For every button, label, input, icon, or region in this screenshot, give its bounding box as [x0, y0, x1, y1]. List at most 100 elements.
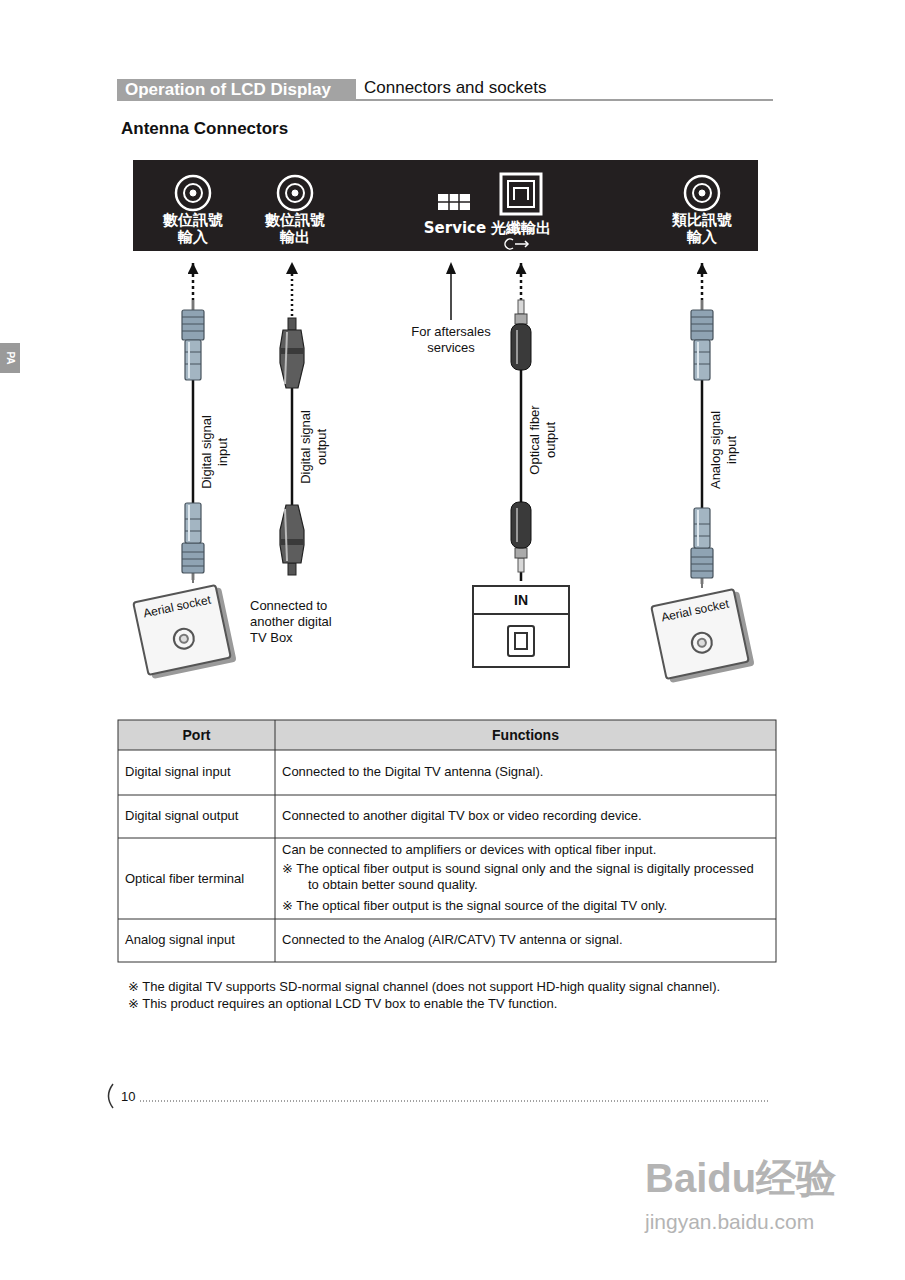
output-symbol: [515, 243, 528, 245]
f-plug: [182, 300, 204, 380]
watermark: Baidu经验: [645, 1156, 836, 1200]
side-tab-label: PA: [2, 348, 18, 367]
table-header: Functions: [275, 727, 776, 743]
coax-socket: [699, 190, 705, 196]
cable-label: Digital signal output: [298, 401, 330, 493]
footer-rule: [140, 1101, 770, 1102]
output-symbol: [505, 239, 528, 249]
divider: [474, 613, 568, 615]
optical-port: [501, 174, 541, 214]
coax-socket: [176, 176, 719, 210]
table-note: ※ The optical fiber output is the signal…: [282, 898, 766, 914]
coax-socket: [685, 176, 719, 210]
node-text: 光纖輸出: [488, 220, 554, 237]
callout-text: For aftersales services: [406, 324, 496, 356]
cable-connector: [701, 263, 704, 584]
service-port: [438, 194, 470, 210]
footnote: ※ This product requires an optional LCD …: [128, 996, 808, 1012]
function-table: [118, 720, 776, 750]
section-title: Antenna Connectors: [121, 119, 288, 139]
footnote: ※ The digital TV supports SD-normal sign…: [128, 979, 808, 995]
coax-plug: [280, 318, 304, 388]
output-symbol: [505, 239, 513, 249]
table-cell: Analog signal input: [125, 932, 235, 948]
coax-socket: [278, 176, 312, 210]
service-port: [458, 194, 460, 210]
optical-plug: [511, 300, 531, 370]
watermark: jingyan.baidu.com: [645, 1210, 814, 1234]
function-table: [118, 795, 776, 796]
port-label: 類比訊號 輸入: [664, 174, 740, 251]
node-text: Aerial socket: [135, 591, 218, 622]
table-cell: Digital signal input: [125, 764, 231, 780]
node-text: 數位訊號 輸出: [257, 212, 333, 246]
dotted-mask: [519, 277, 524, 298]
cable-connector: [520, 263, 523, 581]
service-port: [448, 194, 450, 210]
service-port: [438, 201, 470, 203]
table-cell: Connected to the Analog (AIR/CATV) TV an…: [282, 932, 772, 948]
f-plug: [691, 508, 713, 588]
socket-hole: [171, 626, 197, 652]
table-cell: Optical fiber terminal: [125, 871, 244, 887]
table-cell: Connected to another digital TV box or v…: [282, 808, 772, 824]
table-cell: Connected to the Digital TV antenna (Sig…: [282, 764, 772, 780]
function-table: [118, 838, 776, 839]
cable: [446, 262, 456, 274]
table-note: ※ The optical fiber output is sound sign…: [282, 861, 766, 893]
coax-socket: [184, 184, 202, 202]
table-header: Port: [118, 727, 275, 743]
coax-socket: [286, 184, 304, 202]
page-bracket: [109, 1084, 114, 1108]
port-label: 數位訊號 輸出: [257, 174, 333, 251]
rear-panel: [133, 160, 758, 251]
node-text: IN: [474, 592, 568, 608]
service-port: [438, 194, 470, 210]
coax-socket: [176, 176, 210, 210]
page-number: 10: [121, 1089, 135, 1105]
coax-plug: [280, 505, 304, 575]
function-table: [118, 919, 776, 920]
cable: [291, 272, 294, 316]
port-label: Service: [423, 174, 487, 251]
node-text: Service: [423, 220, 487, 237]
coax-socket: [693, 184, 711, 202]
function-table: [118, 720, 776, 962]
cable-label: Analog signal input: [708, 404, 740, 496]
cable: [286, 262, 456, 508]
table-cell: Digital signal output: [125, 808, 238, 824]
optical-port: [501, 174, 541, 214]
optical-input-device: IN: [472, 585, 570, 668]
optical-port: [508, 181, 534, 207]
coax-socket: [190, 190, 196, 196]
table-cell: Can be connected to amplifiers or device…: [282, 842, 772, 858]
cable: [291, 385, 294, 508]
f-plug: [182, 503, 204, 583]
optical-plug: [511, 502, 531, 572]
dotted-mask: [191, 277, 196, 298]
dotted-mask: [193, 277, 702, 298]
node-text: 類比訊號 輸入: [664, 212, 740, 246]
node-text: 數位訊號 輸入: [155, 212, 231, 246]
cable: [286, 262, 298, 274]
optical-port: [514, 188, 528, 200]
page-heading: Connectors and sockets: [364, 78, 546, 98]
node-text: Operation of LCD Display: [125, 80, 348, 100]
port-label: 數位訊號 輸入: [155, 174, 231, 251]
node-text: Aerial socket: [653, 595, 736, 626]
output-symbol: [525, 241, 528, 247]
dotted-mask: [700, 277, 705, 298]
function-table: [118, 720, 776, 962]
socket-hole: [689, 630, 715, 656]
function-table: [275, 720, 276, 962]
cable: [450, 272, 452, 320]
function-table: [118, 750, 776, 751]
side-tab: [0, 343, 20, 373]
section-tag: Operation of LCD Display: [117, 79, 356, 101]
port-label: 光纖輸出: [488, 174, 554, 251]
cable-label: Optical fiber output: [527, 394, 559, 486]
callout-text: Connected to another digital TV Box: [250, 598, 346, 646]
